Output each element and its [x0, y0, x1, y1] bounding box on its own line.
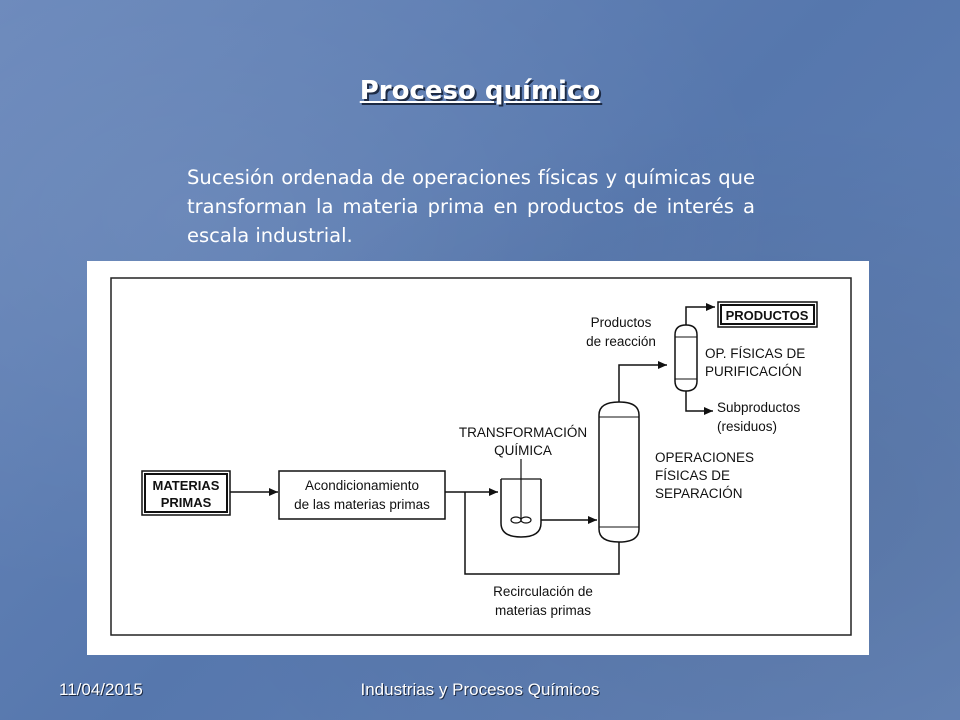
productos-reaccion-label-1: Productos: [591, 315, 652, 330]
productos-reaccion-label-2: de reacción: [586, 334, 656, 349]
separation-column: [598, 401, 640, 543]
separacion-label-3: SEPARACIÓN: [655, 486, 743, 501]
subproductos-label-1: Subproductos: [717, 400, 801, 415]
footer-course: Industrias y Procesos Químicos: [360, 680, 600, 699]
productos-box: [717, 301, 818, 328]
arrow-to-productos: [685, 303, 715, 325]
purificacion-label-2: PURIFICACIÓN: [705, 364, 802, 379]
recirculacion-label-2: materias primas: [495, 603, 591, 618]
acondicionamiento-label-2: de las materias primas: [294, 497, 430, 512]
process-diagram: MATERIAS PRIMAS Acondicionamiento de las…: [87, 261, 869, 655]
materias-primas-label-1: MATERIAS: [153, 478, 220, 493]
acondicionamiento-box: [278, 470, 446, 520]
recirculation-line: [464, 492, 620, 575]
arrow-separation-to-purification: [618, 361, 667, 402]
subproductos-label-2: (residuos): [717, 419, 777, 434]
separacion-label-2: FÍSICAS DE: [655, 468, 730, 483]
diagram-frame: [110, 277, 852, 636]
slide-description: Sucesión ordenada de operaciones físicas…: [187, 166, 755, 247]
materias-primas-inner: [144, 473, 228, 513]
separacion-label-1: OPERACIONES: [655, 450, 754, 465]
productos-box-inner: [720, 304, 815, 325]
purificacion-label-1: OP. FÍSICAS DE: [705, 346, 805, 361]
productos-label: PRODUCTOS: [726, 308, 809, 323]
materias-primas-label-2: PRIMAS: [161, 495, 212, 510]
purification-column: [674, 324, 698, 392]
materias-primas-box: [141, 470, 231, 516]
transformacion-label-1: TRANSFORMACIÓN: [459, 425, 587, 440]
reactor-impeller-right: [520, 516, 532, 524]
acondicionamiento-label-1: Acondicionamiento: [305, 478, 419, 493]
footer-date: 11/04/2015: [59, 680, 143, 699]
process-flow-svg: MATERIAS PRIMAS Acondicionamiento de las…: [110, 277, 852, 636]
transformacion-label-2: QUÍMICA: [494, 443, 552, 458]
slide-title: Proceso químico: [359, 76, 601, 106]
recirculacion-label-1: Recirculación de: [493, 584, 593, 599]
arrow-to-subproductos: [685, 391, 713, 415]
